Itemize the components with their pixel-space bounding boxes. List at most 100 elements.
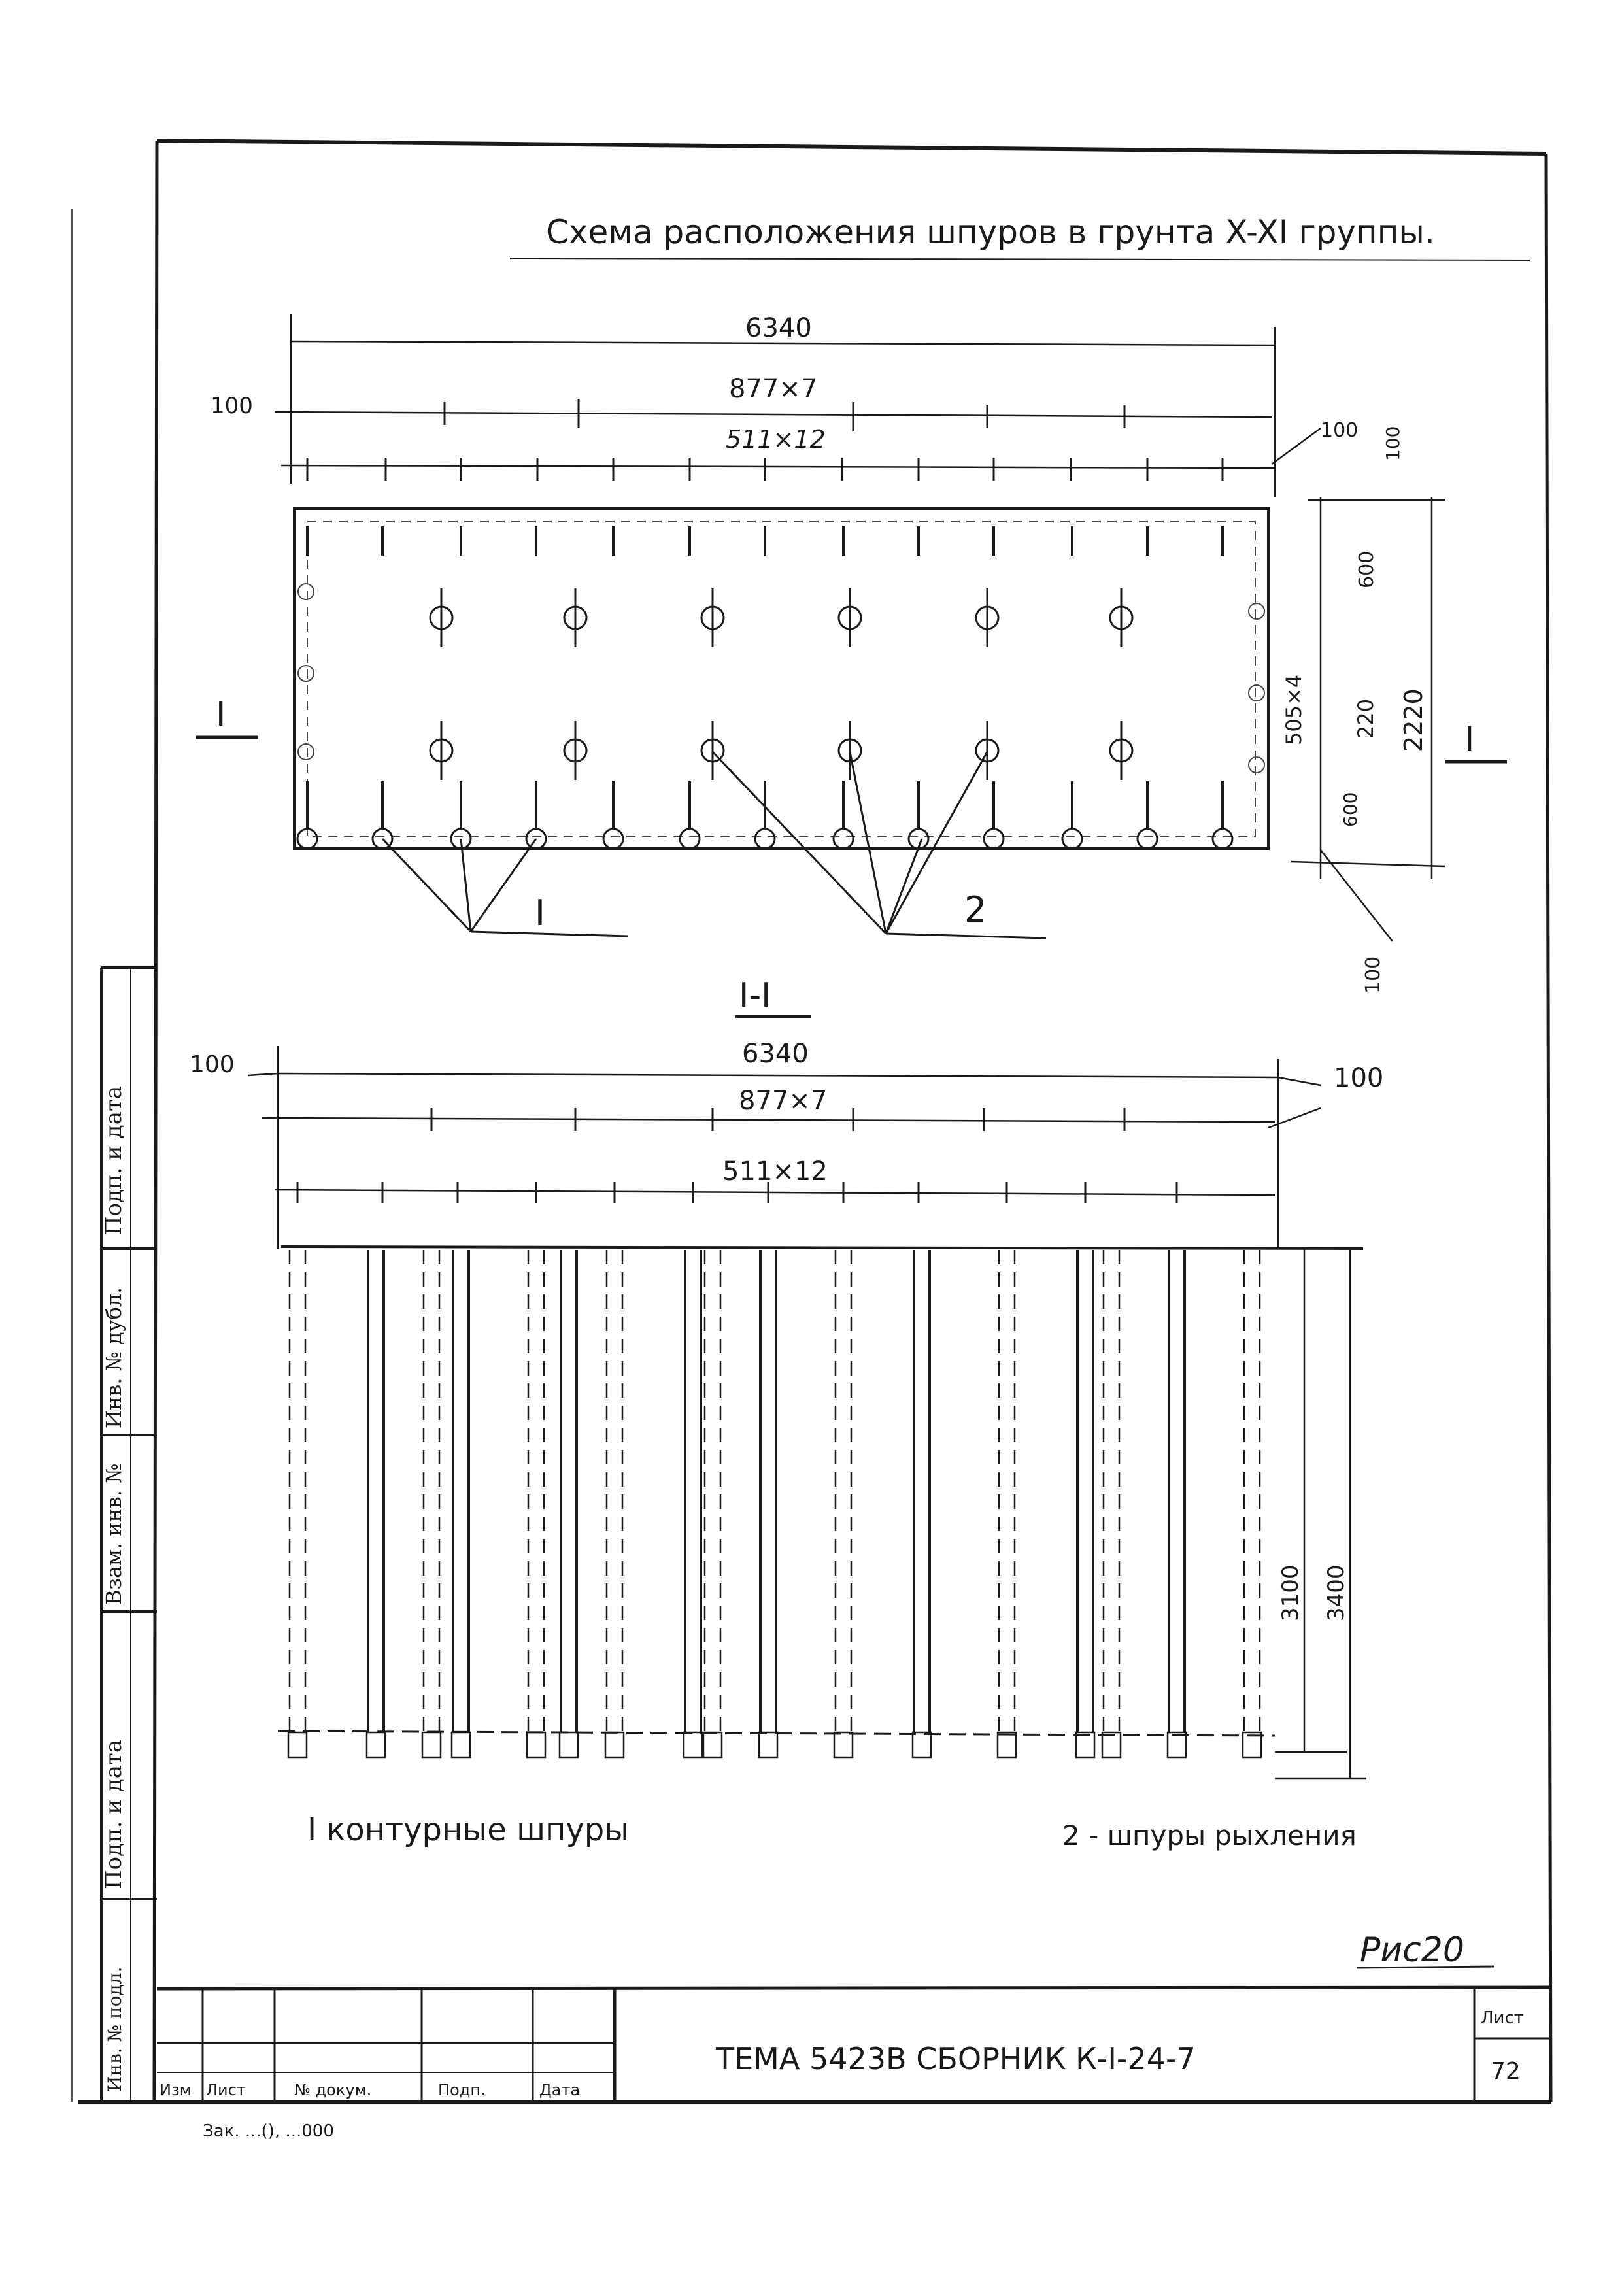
plan-contour-inner: [307, 521, 1256, 837]
plan-contour-hole: [832, 828, 854, 850]
plan-loosening-hole: [975, 605, 1000, 630]
plan-view: 6340 877×7 511×12 100 100 100 600 505×4 …: [196, 313, 1507, 994]
section-dim-edge-left: 100: [190, 1051, 235, 1078]
plan-dim-edge-left: 100: [211, 393, 253, 419]
plan-contour-hole: [371, 828, 394, 850]
callout-contour-holes: [381, 837, 628, 937]
title-block-designation: ТЕМА 5423В СБОРНИК К-I-24-7: [715, 2041, 1196, 2076]
svg-text:I: I: [1464, 720, 1474, 759]
section-hole-bottom: [683, 1731, 703, 1759]
plan-contour-hole: [679, 828, 701, 850]
section-hole-bottom: [526, 1731, 547, 1759]
side-stamp-cell-2: Инв. № дубл.: [101, 1287, 126, 1428]
callout-label-2: 2: [964, 889, 987, 930]
side-stamp: [100, 966, 157, 2102]
plan-dimension-lines: [274, 314, 1445, 942]
plan-loosening-hole: [837, 738, 862, 763]
section-hole-bottom: [287, 1731, 308, 1759]
plan-loosening-hole: [1109, 738, 1134, 763]
plan-loosening-hole: [429, 738, 454, 763]
side-stamp-cell-4: Подп. и дата: [101, 1740, 127, 1889]
side-stamp-cell-5: Инв. № подл.: [104, 1967, 126, 2093]
plan-loosening-hole: [563, 605, 588, 630]
section-hole-bottom: [421, 1731, 442, 1759]
plan-outline: [293, 507, 1270, 850]
plan-contour-hole: [602, 828, 624, 850]
section-dimension-ticks: [296, 1108, 1178, 1203]
section-hole-bottom: [911, 1731, 932, 1759]
section-hole-bottom: [758, 1731, 779, 1759]
plan-contour-hole: [1061, 828, 1083, 850]
plan-contour-hole: [1248, 684, 1265, 701]
section-dim-chain-511: 511×12: [722, 1156, 828, 1187]
side-stamp-cell-1: Подп. и дата: [101, 1086, 127, 1236]
title-underline: [509, 258, 1530, 261]
legend-contour-holes: I контурные шпуры: [307, 1812, 629, 1848]
sheet-frame: [71, 139, 1553, 2104]
figure-label: Рис20: [1360, 1931, 1464, 1970]
section-holes: [287, 1250, 1262, 1759]
section-hole-bottom: [450, 1731, 471, 1759]
plan-contour-hole: [450, 828, 472, 850]
title-block-header-izm: Изм: [160, 2081, 192, 2099]
plan-top-hole-ticks: [306, 526, 1224, 556]
section-hole-bottom: [1242, 1731, 1262, 1759]
section-bottom-line: [277, 1730, 1276, 1737]
section-hole-bottom: [833, 1731, 854, 1759]
plan-contour-hole: [1211, 828, 1234, 850]
title-block-sheet-label: Лист: [1481, 2008, 1524, 2028]
section-view: I-I: [190, 976, 1383, 1780]
callout-loosening-holes: [711, 751, 1047, 939]
plan-loosening-hole: [1109, 605, 1134, 630]
plan-contour-hole: [297, 743, 314, 760]
plan-dim-v-220: 220: [1353, 699, 1378, 739]
section-hole-bottom: [365, 1731, 386, 1759]
section-hole-bottom: [604, 1731, 625, 1759]
plan-contour-hole: [525, 828, 547, 850]
section-marker-right: I: [1445, 720, 1507, 764]
plan-loosening-hole: [975, 738, 1000, 763]
drawing-title: Схема расположения шпуров в грунта X-XI …: [546, 213, 1435, 251]
footer-print-note: Зак. ...(), ...000: [203, 2121, 334, 2141]
plan-loosening-hole: [700, 605, 725, 630]
plan-dim-v-top: 600: [1355, 551, 1378, 588]
plan-loosening-hole: [837, 605, 862, 630]
section-dim-chain-877: 877×7: [739, 1086, 827, 1116]
title-block-header-date: Дата: [539, 2081, 580, 2099]
section-dimension-lines: [248, 1046, 1366, 1780]
plan-contour-hole: [297, 665, 314, 682]
svg-text:I: I: [216, 695, 226, 734]
side-stamp-cell-3: Взам. инв. №: [101, 1463, 126, 1605]
section-title: I-I: [739, 976, 771, 1015]
section-hole-bottom: [1101, 1731, 1122, 1759]
plan-dim-chain-877: 877×7: [729, 374, 817, 404]
section-marker-left: I: [196, 695, 258, 739]
legend-loosening-holes: 2 - шпуры рыхления: [1062, 1819, 1357, 1851]
section-dim-depth-outer: 3400: [1323, 1564, 1349, 1621]
section-hole-bottom: [996, 1731, 1017, 1759]
section-dim-depth-inner: 3100: [1277, 1564, 1304, 1621]
section-hole-bottom: [702, 1731, 723, 1759]
plan-contour-hole: [1136, 828, 1158, 850]
plan-loosening-holes: [429, 588, 1134, 780]
title-block-headers: Изм Лист № докум. Подп. Дата: [160, 2081, 580, 2099]
section-hole-bottom: [1166, 1731, 1187, 1759]
plan-dim-chain-511: 511×12: [726, 425, 826, 454]
title-block-header-sign: Подп.: [438, 2081, 486, 2099]
section-dim-edge-right: 100: [1334, 1063, 1383, 1093]
plan-loosening-hole: [429, 605, 454, 630]
plan-contour-hole: [1248, 603, 1265, 620]
plan-contour-hole: [983, 828, 1005, 850]
plan-contour-hole: [1248, 756, 1265, 773]
title-block: [156, 1985, 1551, 2102]
section-hole-bottom: [1075, 1731, 1096, 1759]
plan-contour-hole: [296, 828, 318, 850]
section-ground-line: [280, 1245, 1364, 1250]
plan-dim-v-mid: 505×4: [1281, 675, 1306, 745]
title-block-header-doc: № докум.: [294, 2081, 371, 2099]
plan-contour-hole: [754, 828, 776, 850]
plan-loosening-hole: [563, 738, 588, 763]
title-block-header-list: Лист: [206, 2081, 246, 2099]
